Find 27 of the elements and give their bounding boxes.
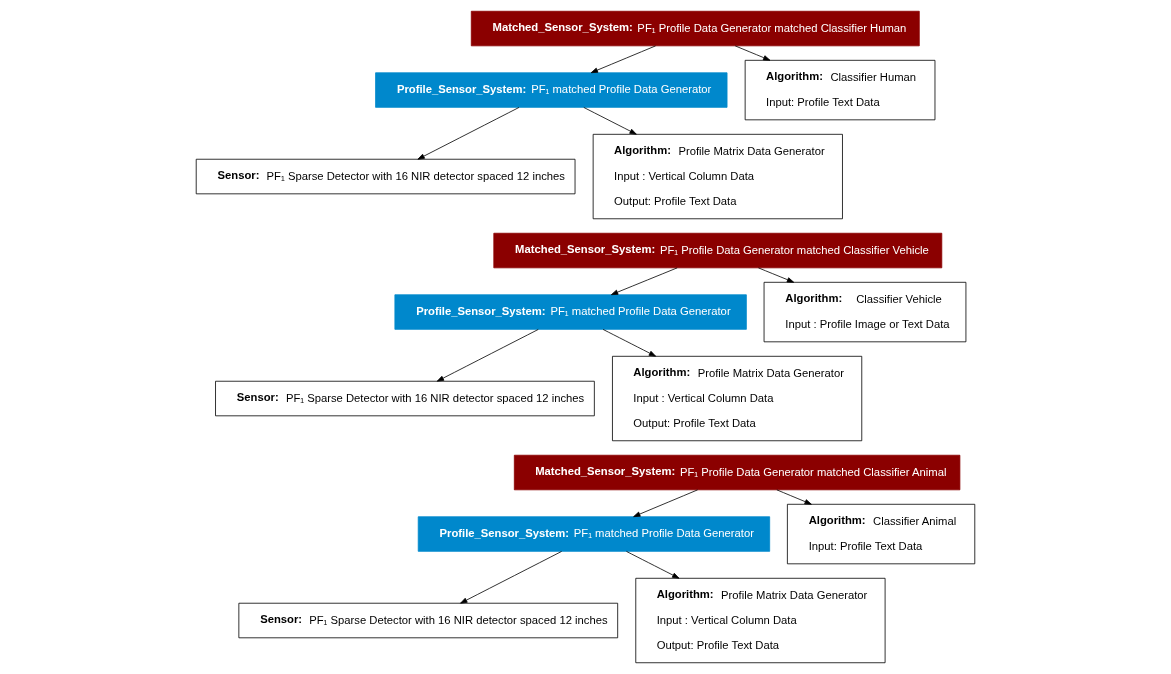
arrow [602, 329, 657, 357]
arrow [758, 267, 795, 283]
arrow [436, 329, 539, 382]
arrow [633, 489, 698, 518]
node-box: Sensor: PF₁ Sparse Detector with 16 NIR detector spaced 12 inches [238, 602, 619, 639]
arrow [583, 107, 637, 135]
node-box: Sensor: PF₁ Sparse Detector with 16 NIR detector spaced 12 inches [215, 380, 595, 417]
node-box: Algorithm: Classifier Animal Input: Profile Text Data [787, 503, 976, 565]
arrow [590, 45, 656, 74]
node-box: Algorithm: Classifier Human Input: Profile Text Data [744, 59, 936, 121]
node-box: Algorithm: Classifier Vehicle Input : Profile Image or Text Data [763, 281, 967, 343]
arrow [610, 267, 678, 296]
node-box: Sensor: PF₁ Sparse Detector with 16 NIR detector spaced 12 inches [195, 158, 576, 195]
arrow [626, 551, 680, 579]
node-box: Profile_Sensor_System: PF₁ matched Profile Data Generator [375, 72, 728, 108]
node-box: Algorithm: Profile Matrix Data Generator Input : Vertical Column Data Output: Profile Text Data [592, 133, 843, 220]
node-box: Matched_Sensor_System: PF₁ Profile Data Generator matched Classifier Vehicle [493, 232, 943, 269]
node-box: Algorithm: Profile Matrix Data Generator Input : Vertical Column Data Output: Profile Text Data [612, 355, 863, 442]
arrow [460, 551, 562, 604]
node-box: Matched_Sensor_System: PF₁ Profile Data Generator matched Classifier Animal [513, 454, 961, 491]
arrow [417, 107, 520, 160]
arrow [734, 45, 771, 61]
node-box: Matched_Sensor_System: PF₁ Profile Data Generator matched Classifier Human [470, 10, 920, 47]
node-box: Profile_Sensor_System: PF₁ matched Profile Data Generator [417, 516, 771, 552]
node-box: Algorithm: Profile Matrix Data Generator Input : Vertical Column Data Output: Profile Text Data [635, 577, 886, 664]
arrow [776, 489, 812, 505]
node-box: Profile_Sensor_System: PF₁ matched Profile Data Generator [394, 294, 747, 330]
